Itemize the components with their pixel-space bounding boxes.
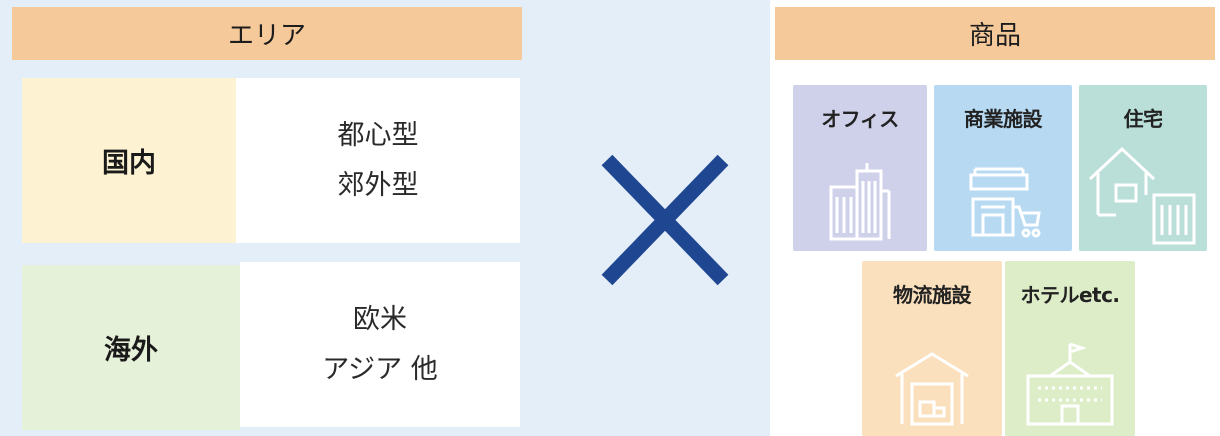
tile-hotel: ホテルetc. <box>1005 261 1135 436</box>
house-apartment-icon <box>1088 146 1196 245</box>
tile-logistics-label: 物流施設 <box>893 283 972 307</box>
tile-commercial-label: 商業施設 <box>964 107 1043 131</box>
tile-hotel-label: ホテルetc. <box>1020 283 1120 307</box>
hotel-icon <box>1026 342 1114 426</box>
overseas-category: 海外 <box>22 265 240 430</box>
product-header-label: 商品 <box>968 21 1021 51</box>
times-icon <box>601 154 729 286</box>
tile-commercial: 商業施設 <box>934 85 1072 251</box>
domestic-item: 郊外型 <box>337 169 419 201</box>
domestic-category: 国内 <box>22 78 236 243</box>
tile-office: オフィス <box>793 85 927 251</box>
tile-logistics: 物流施設 <box>862 261 1002 436</box>
office-building-icon <box>829 163 891 241</box>
tile-office-label: オフィス <box>821 107 899 131</box>
overseas-item: アジア 他 <box>322 353 438 385</box>
area-header: エリア <box>12 7 522 60</box>
tile-residential: 住宅 <box>1079 85 1207 251</box>
domestic-item: 都心型 <box>337 119 419 151</box>
product-panel: オフィス 商業施設 住宅 <box>780 78 1220 436</box>
tile-residential-label: 住宅 <box>1123 107 1164 131</box>
shop-cart-icon <box>969 167 1041 238</box>
domestic-list: 都心型 郊外型 <box>236 78 520 243</box>
overseas-list: 欧米 アジア 他 <box>240 262 520 427</box>
area-header-label: エリア <box>227 21 306 51</box>
overseas-label: 海外 <box>104 335 158 366</box>
overseas-item: 欧米 <box>353 303 407 335</box>
warehouse-icon <box>895 352 969 426</box>
product-header: 商品 <box>775 7 1215 60</box>
domestic-label: 国内 <box>102 148 156 179</box>
